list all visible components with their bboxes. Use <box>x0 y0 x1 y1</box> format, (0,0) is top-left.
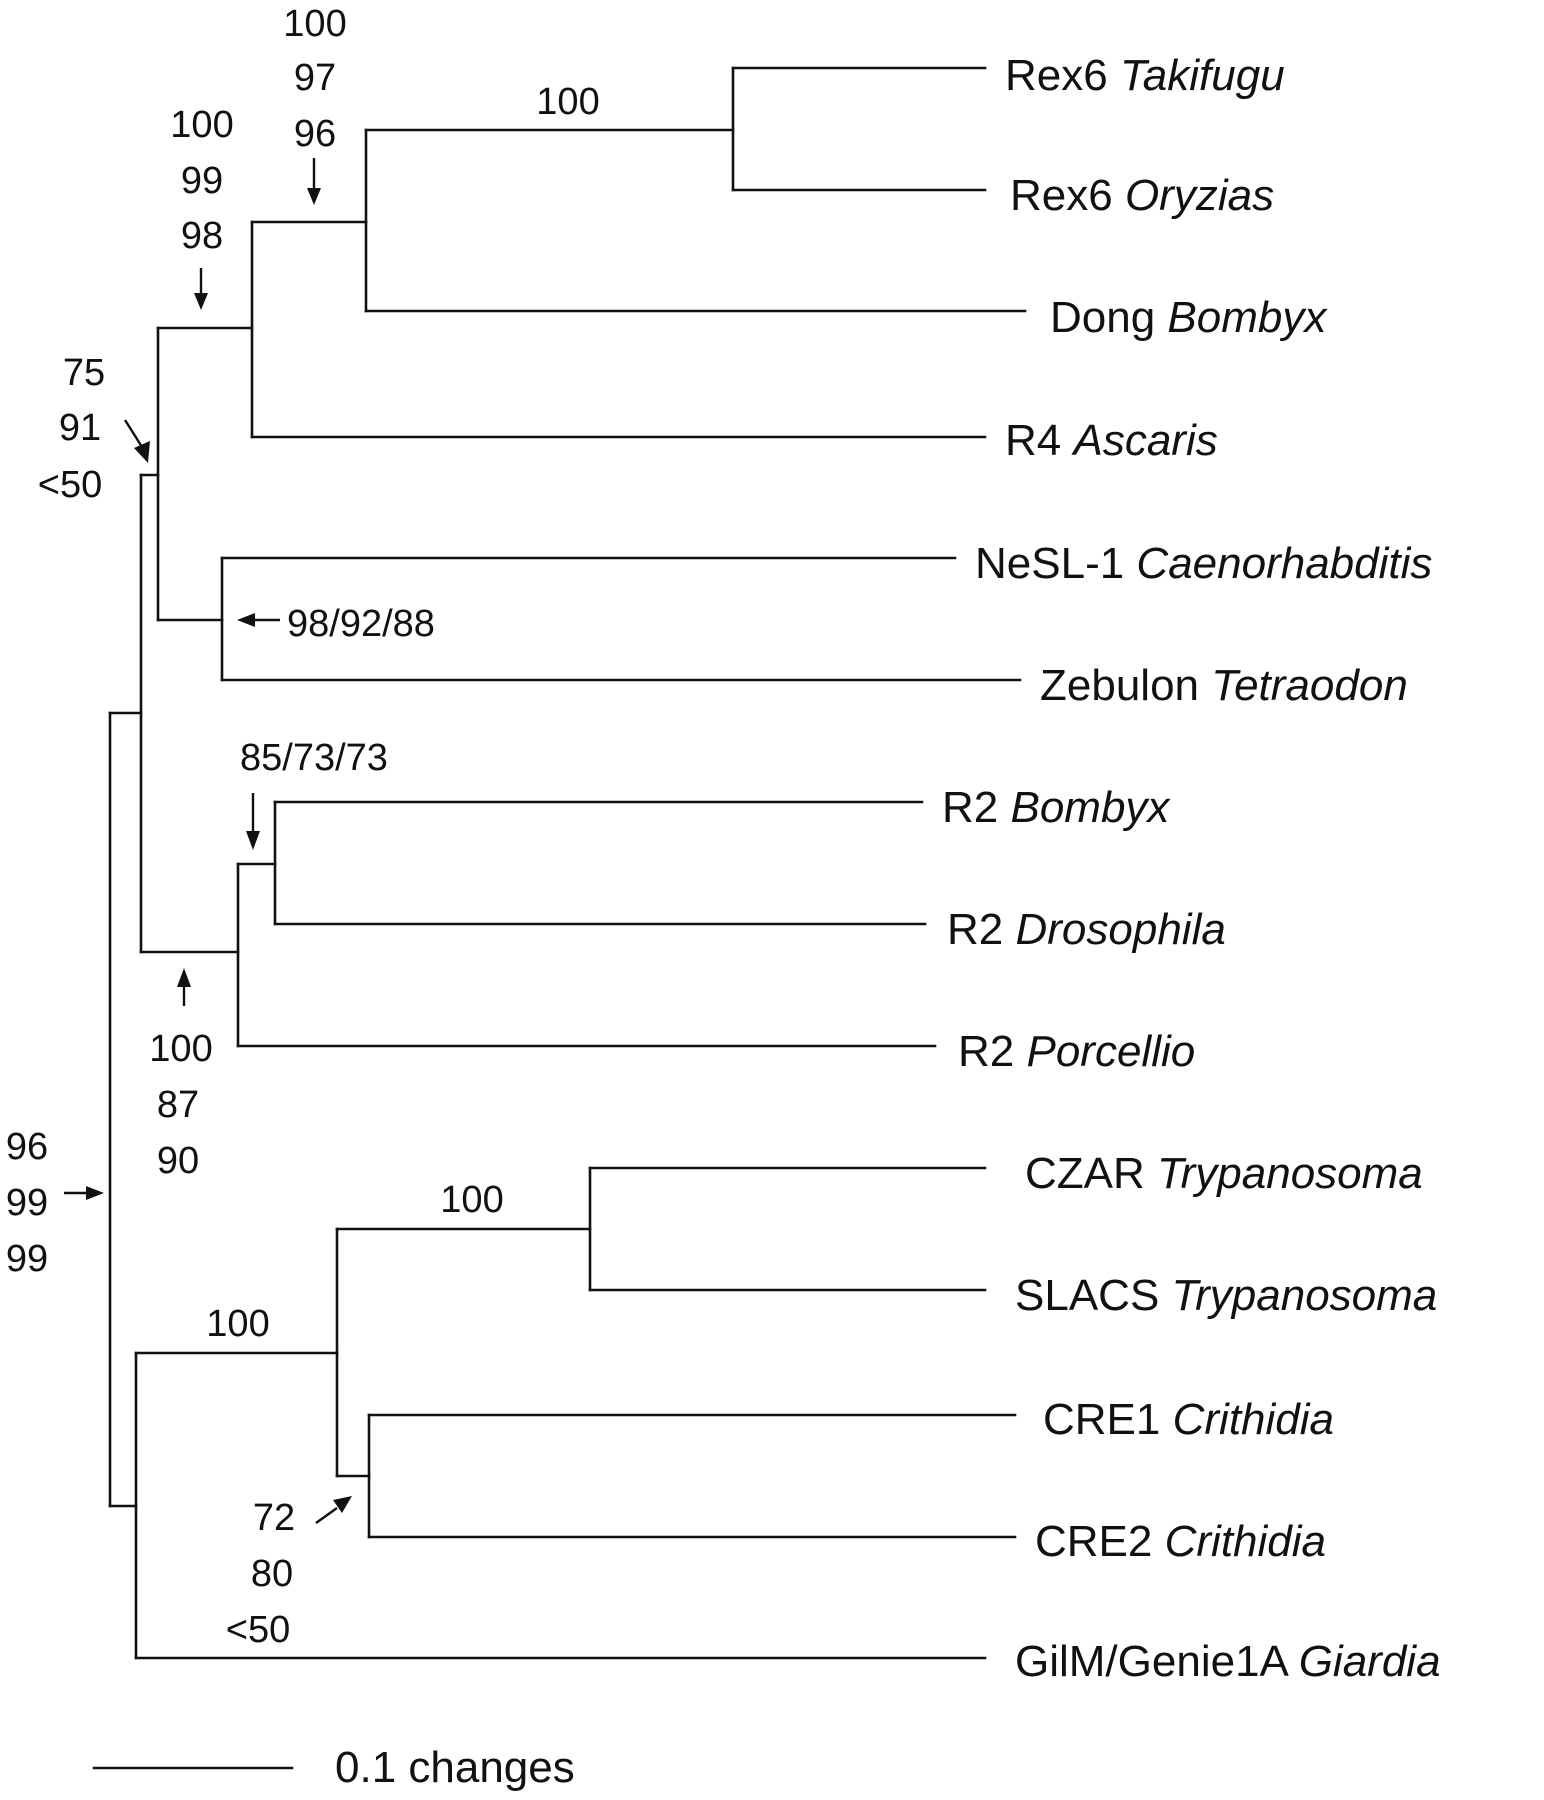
support-value: <50 <box>226 1609 290 1651</box>
taxon-label: CZAR Trypanosoma <box>1025 1149 1423 1198</box>
taxon-label: Rex6 Oryzias <box>1010 171 1274 220</box>
down-arrow-icon <box>194 268 208 310</box>
support-value: 100 <box>440 1179 503 1221</box>
support-values: 100 100 97 96 100 99 98 75 91 <50 98/92/… <box>6 3 600 1651</box>
support-value: 96 <box>6 1126 48 1168</box>
support-value: 96 <box>294 113 336 155</box>
right-arrow-icon <box>64 1186 104 1200</box>
taxon-label: NeSL-1 Caenorhabditis <box>975 539 1432 588</box>
scale-bar-label: 0.1 changes <box>335 1743 575 1792</box>
taxon-label: SLACS Trypanosoma <box>1015 1271 1437 1320</box>
support-value: <50 <box>38 464 102 506</box>
taxon-label: R2 Porcellio <box>958 1027 1195 1076</box>
support-value: 100 <box>536 81 599 123</box>
down-arrow-icon <box>307 158 321 205</box>
support-arrows <box>64 158 352 1524</box>
support-value: 90 <box>157 1140 199 1182</box>
taxon-label: CRE1 Crithidia <box>1043 1395 1334 1444</box>
support-value: 91 <box>59 407 101 449</box>
tree-branches <box>108 66 1027 1660</box>
taxon-label: GilM/Genie1A Giardia <box>1015 1637 1441 1686</box>
left-arrow-icon <box>237 613 280 627</box>
support-value: 98/92/88 <box>287 603 435 645</box>
down-arrow-icon <box>246 793 260 850</box>
taxon-label: Zebulon Tetraodon <box>1040 661 1408 710</box>
support-value: 100 <box>283 3 346 45</box>
support-value: 80 <box>251 1553 293 1595</box>
taxon-label: Dong Bombyx <box>1050 293 1328 342</box>
taxon-labels: Rex6 Takifugu Rex6 Oryzias Dong Bombyx R… <box>942 51 1441 1686</box>
support-value: 99 <box>6 1182 48 1224</box>
support-value: 75 <box>63 352 105 394</box>
support-value: 100 <box>149 1028 212 1070</box>
support-value: 100 <box>170 104 233 146</box>
scale-bar: 0.1 changes <box>92 1743 575 1792</box>
diagonal-arrow-icon <box>315 1496 352 1524</box>
up-arrow-icon <box>177 968 191 1006</box>
taxon-label: R2 Drosophila <box>947 905 1226 954</box>
support-value: 100 <box>206 1303 269 1345</box>
support-value: 99 <box>6 1238 48 1280</box>
taxon-label: Rex6 Takifugu <box>1005 51 1285 100</box>
taxon-label: CRE2 Crithidia <box>1035 1517 1326 1566</box>
support-value: 87 <box>157 1084 199 1126</box>
taxon-label: R4 Ascaris <box>1005 416 1218 465</box>
taxon-label: R2 Bombyx <box>942 783 1171 832</box>
diagonal-arrow-icon <box>123 419 150 463</box>
support-value: 97 <box>294 57 336 99</box>
support-value: 99 <box>181 160 223 202</box>
support-value: 98 <box>181 215 223 257</box>
support-value: 72 <box>253 1497 295 1539</box>
support-value: 85/73/73 <box>240 737 388 779</box>
